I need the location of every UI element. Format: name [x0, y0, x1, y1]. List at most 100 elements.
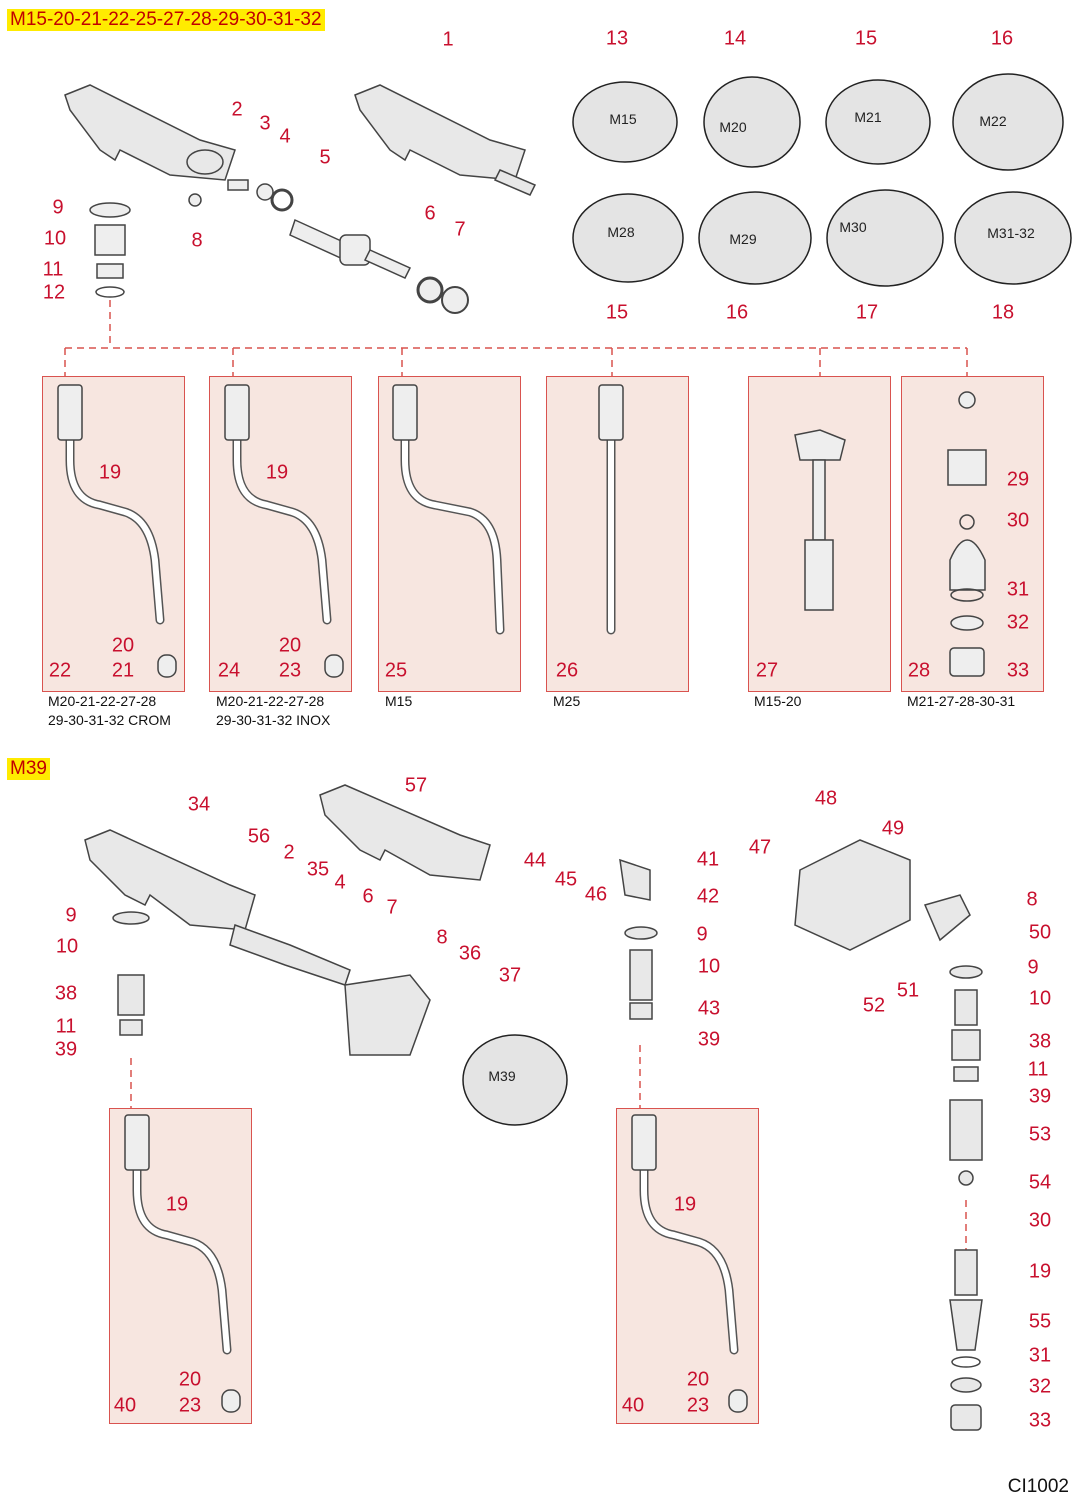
caption-22: M20-21-22-27-28 29-30-31-32 CROM: [48, 692, 171, 730]
part-callout: 10: [43, 227, 67, 250]
part-callout: 16: [990, 27, 1014, 50]
part-callout: 4: [279, 125, 291, 148]
part-callout: 33: [1006, 659, 1030, 682]
knob-model-label: M30: [839, 219, 867, 235]
part-callout: 14: [723, 27, 747, 50]
caption-line: M15-20: [754, 693, 802, 709]
part-callout: 39: [1028, 1085, 1052, 1108]
part-callout: 2: [231, 98, 243, 121]
part-callout: 47: [748, 836, 772, 859]
part-callout: 11: [42, 258, 64, 281]
part-callout: 20: [686, 1368, 710, 1391]
caption-line: 29-30-31-32 CROM: [48, 712, 171, 728]
part-callout: 11: [55, 1015, 77, 1038]
part-callout: 2: [283, 841, 295, 864]
part-callout: 39: [54, 1038, 78, 1061]
knob-model-label: M31-32: [987, 225, 1035, 241]
part-callout: 26: [555, 659, 579, 682]
part-callout: 25: [384, 659, 408, 682]
caption-line: M20-21-22-27-28: [216, 693, 325, 709]
part-callout: 21: [111, 659, 135, 682]
part-callout: 10: [1028, 987, 1052, 1010]
part-callout: 41: [696, 848, 720, 871]
part-callout: 22: [48, 659, 72, 682]
part-callout: 44: [523, 849, 547, 872]
part-callout: 4: [334, 871, 346, 894]
part-callout: 15: [605, 301, 629, 324]
part-callout: 5: [319, 146, 331, 169]
m39-section-header: M39: [7, 758, 50, 780]
part-callout: 9: [1027, 956, 1039, 979]
part-callout: 18: [991, 301, 1015, 324]
part-callout: 10: [697, 955, 721, 978]
part-callout: 19: [165, 1193, 189, 1216]
part-callout: 12: [42, 281, 66, 304]
caption-26: M25: [553, 692, 580, 711]
diagram-code: CI1002: [1007, 1476, 1069, 1497]
part-callout: 8: [1026, 888, 1038, 911]
part-callout: 3: [259, 112, 271, 135]
knob-model-label: M29: [729, 231, 757, 247]
part-callout: 42: [696, 885, 720, 908]
part-callout: 38: [54, 982, 78, 1005]
part-callout: 30: [1028, 1209, 1052, 1232]
top-section-header: M15-20-21-22-25-27-28-29-30-31-32: [7, 9, 325, 31]
part-callout: 19: [265, 461, 289, 484]
part-callout: 6: [362, 885, 374, 908]
part-callout: 31: [1028, 1344, 1052, 1367]
caption-line: M25: [553, 693, 581, 709]
knob-model-label: M21: [854, 109, 882, 125]
knob-model-label: M15: [609, 111, 637, 127]
knob-model-label: M22: [979, 113, 1007, 129]
variant-box-28: [901, 376, 1044, 692]
part-callout: 13: [605, 27, 629, 50]
part-callout: 20: [178, 1368, 202, 1391]
part-callout: 27: [755, 659, 779, 682]
part-callout: 46: [584, 883, 608, 906]
part-callout: 7: [386, 896, 398, 919]
part-callout: 28: [907, 659, 931, 682]
caption-line: 29-30-31-32 INOX: [216, 712, 331, 728]
part-callout: 19: [673, 1193, 697, 1216]
part-callout: 9: [696, 923, 708, 946]
part-callout: 57: [404, 774, 428, 797]
part-callout: 24: [217, 659, 241, 682]
part-callout: 6: [424, 202, 436, 225]
part-callout: 19: [98, 461, 122, 484]
part-callout: 34: [187, 793, 211, 816]
part-callout: 9: [52, 196, 64, 219]
caption-25: M15: [385, 692, 412, 711]
part-callout: 31: [1006, 578, 1030, 601]
caption-27: M15-20: [754, 692, 801, 711]
part-callout: 39: [697, 1028, 721, 1051]
part-callout: 37: [498, 964, 522, 987]
knob-model-label: M39: [488, 1068, 516, 1084]
part-callout: 15: [854, 27, 878, 50]
part-callout: 16: [725, 301, 749, 324]
part-callout: 8: [436, 926, 448, 949]
part-callout: 40: [621, 1394, 645, 1417]
part-callout: 55: [1028, 1310, 1052, 1333]
knob-icons: [462, 73, 1072, 1126]
caption-line: M20-21-22-27-28: [48, 693, 157, 709]
part-callout: 52: [862, 994, 886, 1017]
part-callout: 7: [454, 218, 466, 241]
part-callout: 30: [1006, 509, 1030, 532]
part-callout: 20: [111, 634, 135, 657]
knob-model-label: M20: [719, 119, 747, 135]
part-callout: 54: [1028, 1171, 1052, 1194]
part-callout: 40: [113, 1394, 137, 1417]
caption-line: M15: [385, 693, 413, 709]
part-callout: 23: [686, 1394, 710, 1417]
part-callout: 9: [65, 904, 77, 927]
part-callout: 48: [814, 787, 838, 810]
part-callout: 43: [697, 997, 721, 1020]
part-callout: 49: [881, 817, 905, 840]
part-callout: 19: [1028, 1260, 1052, 1283]
caption-28: M21-27-28-30-31: [907, 692, 1015, 711]
part-callout: 32: [1028, 1375, 1052, 1398]
part-callout: 20: [278, 634, 302, 657]
part-callout: 29: [1006, 468, 1030, 491]
